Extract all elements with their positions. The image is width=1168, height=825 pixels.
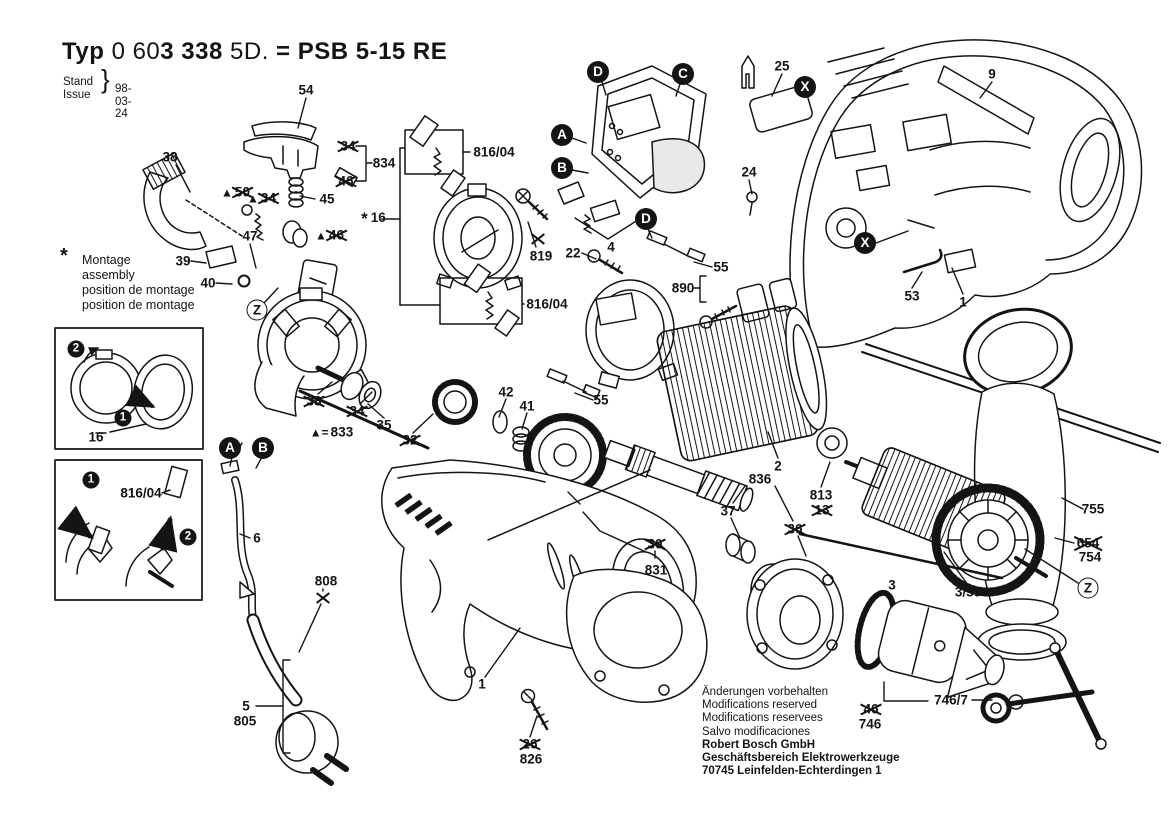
title-segment: Typ — [62, 38, 112, 65]
screws — [516, 189, 736, 729]
asterisk-symbol: * — [60, 245, 68, 267]
assembly-note-line: Montage — [82, 253, 131, 267]
assembly-note-line: assembly — [82, 268, 135, 282]
revision-date: 98-03-24 — [115, 83, 132, 120]
chuck-key — [983, 643, 1106, 749]
manufacturer-line: Modifications reserved — [702, 699, 818, 712]
inset-box-brushes — [55, 460, 202, 600]
title-segment: 5D. — [222, 38, 277, 65]
stand-label: Stand — [63, 76, 94, 88]
brush-plate-ring — [255, 288, 369, 416]
link-rods — [547, 231, 705, 398]
clutch-housing — [567, 569, 707, 702]
title-segment: 0 60 — [111, 38, 161, 65]
stator — [656, 301, 836, 463]
type-label-sheet — [938, 66, 1034, 134]
manufacturer-line: Geschäftsbereich Elektrowerkzeuge — [702, 752, 900, 765]
revision-block: Stand Issue } 98-03-24 — [63, 67, 132, 121]
cord-and-plug — [221, 443, 346, 783]
title-segment: = PSB 5-15 RE — [276, 38, 448, 65]
inset-box-rings — [55, 328, 203, 449]
title-segment: 3 338 — [160, 38, 223, 65]
manufacturer-line: Änderungen vorbehalten — [702, 686, 828, 698]
switch-assembly — [558, 56, 814, 233]
assembly-note-line: position de montage — [82, 298, 195, 312]
clutch-rings — [747, 559, 843, 669]
manufacturer-line: Salvo modificaciones — [702, 725, 811, 738]
page-title: Typ 0 603 338 5D. = PSB 5-15 RE — [62, 38, 447, 66]
bearing-813 — [817, 428, 847, 458]
manufacturer-line: 70745 Leinfelden-Echterdingen 1 — [702, 765, 882, 778]
manufacturer-line: Modifications reservees — [702, 712, 823, 725]
leader-lines — [176, 74, 1083, 753]
bearing-plate-star16 — [382, 116, 522, 336]
brace: } — [101, 64, 110, 94]
armature — [846, 446, 1046, 592]
chuck — [849, 589, 1015, 709]
motor-housing-shell — [790, 40, 1141, 347]
issue-label: Issue — [63, 88, 91, 101]
manufacturer-line: Robert Bosch GmbH — [702, 738, 816, 751]
assembly-note-line: position de montage — [82, 283, 195, 297]
